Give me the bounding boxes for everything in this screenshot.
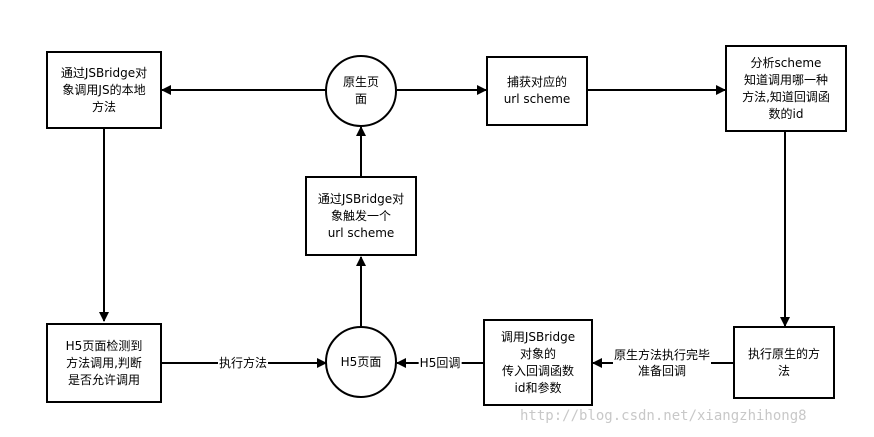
edge-label-execute-method: 执行方法 [217,355,269,371]
node-capture-url-scheme: 捕获对应的 url scheme [486,56,588,126]
edge-label-native-done: 原生方法执行完毕 准备回调 [612,347,712,379]
watermark-text: http://blog.csdn.net/xiangzhihong8 [520,408,807,424]
node-h5-page: H5页面 [325,326,397,398]
edge-label-h5-callback: H5回调 [418,355,462,371]
node-call-jsbridge-pass: 调用JSBridge 对象的 传入回调函数 id和参数 [483,319,593,406]
node-analyze-scheme: 分析scheme 知道调用哪一种 方法,知道回调函 数的id [725,45,847,132]
node-execute-native: 执行原生的方 法 [733,326,835,399]
node-h5-detect: H5页面检测到 方法调用,判断 是否允许调用 [46,323,162,403]
node-native-page: 原生页 面 [325,55,397,127]
node-jsbridge-trigger: 通过JSBridge对 象触发一个 url scheme [305,176,417,256]
node-jsbridge-call-local: 通过JSBridge对 象调用JS的本地 方法 [46,51,162,129]
